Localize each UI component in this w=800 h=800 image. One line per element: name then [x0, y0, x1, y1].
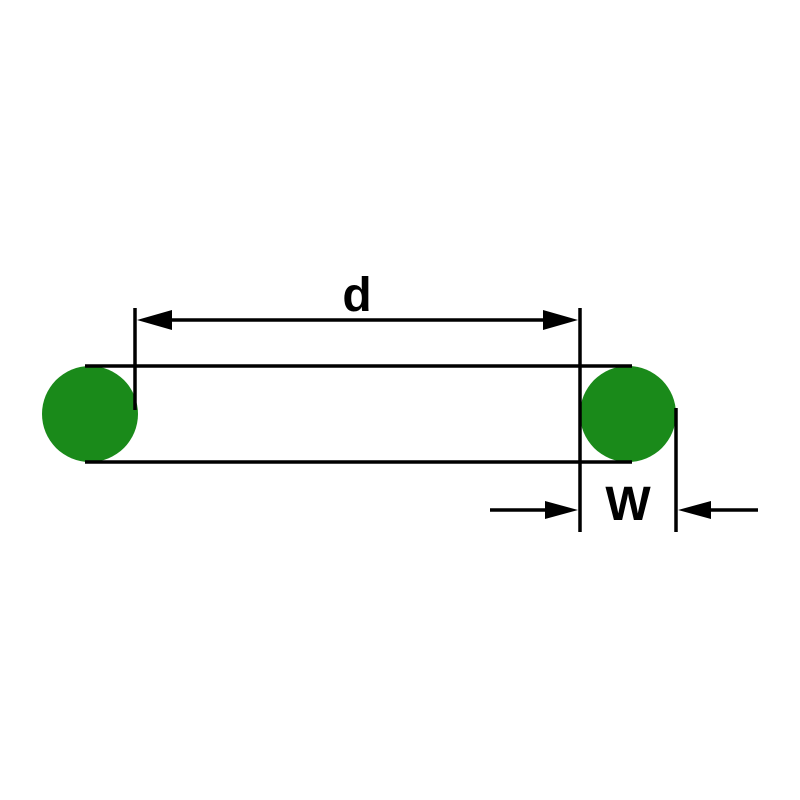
oring-cross-section-left [42, 366, 138, 462]
d-arrowhead-right [543, 310, 578, 330]
w-arrowhead-left [545, 501, 578, 519]
w-label: W [605, 478, 651, 531]
d-label: d [342, 269, 371, 322]
w-arrowhead-right [678, 501, 711, 519]
oring-cross-section-right [580, 366, 676, 462]
d-arrowhead-left [137, 310, 172, 330]
